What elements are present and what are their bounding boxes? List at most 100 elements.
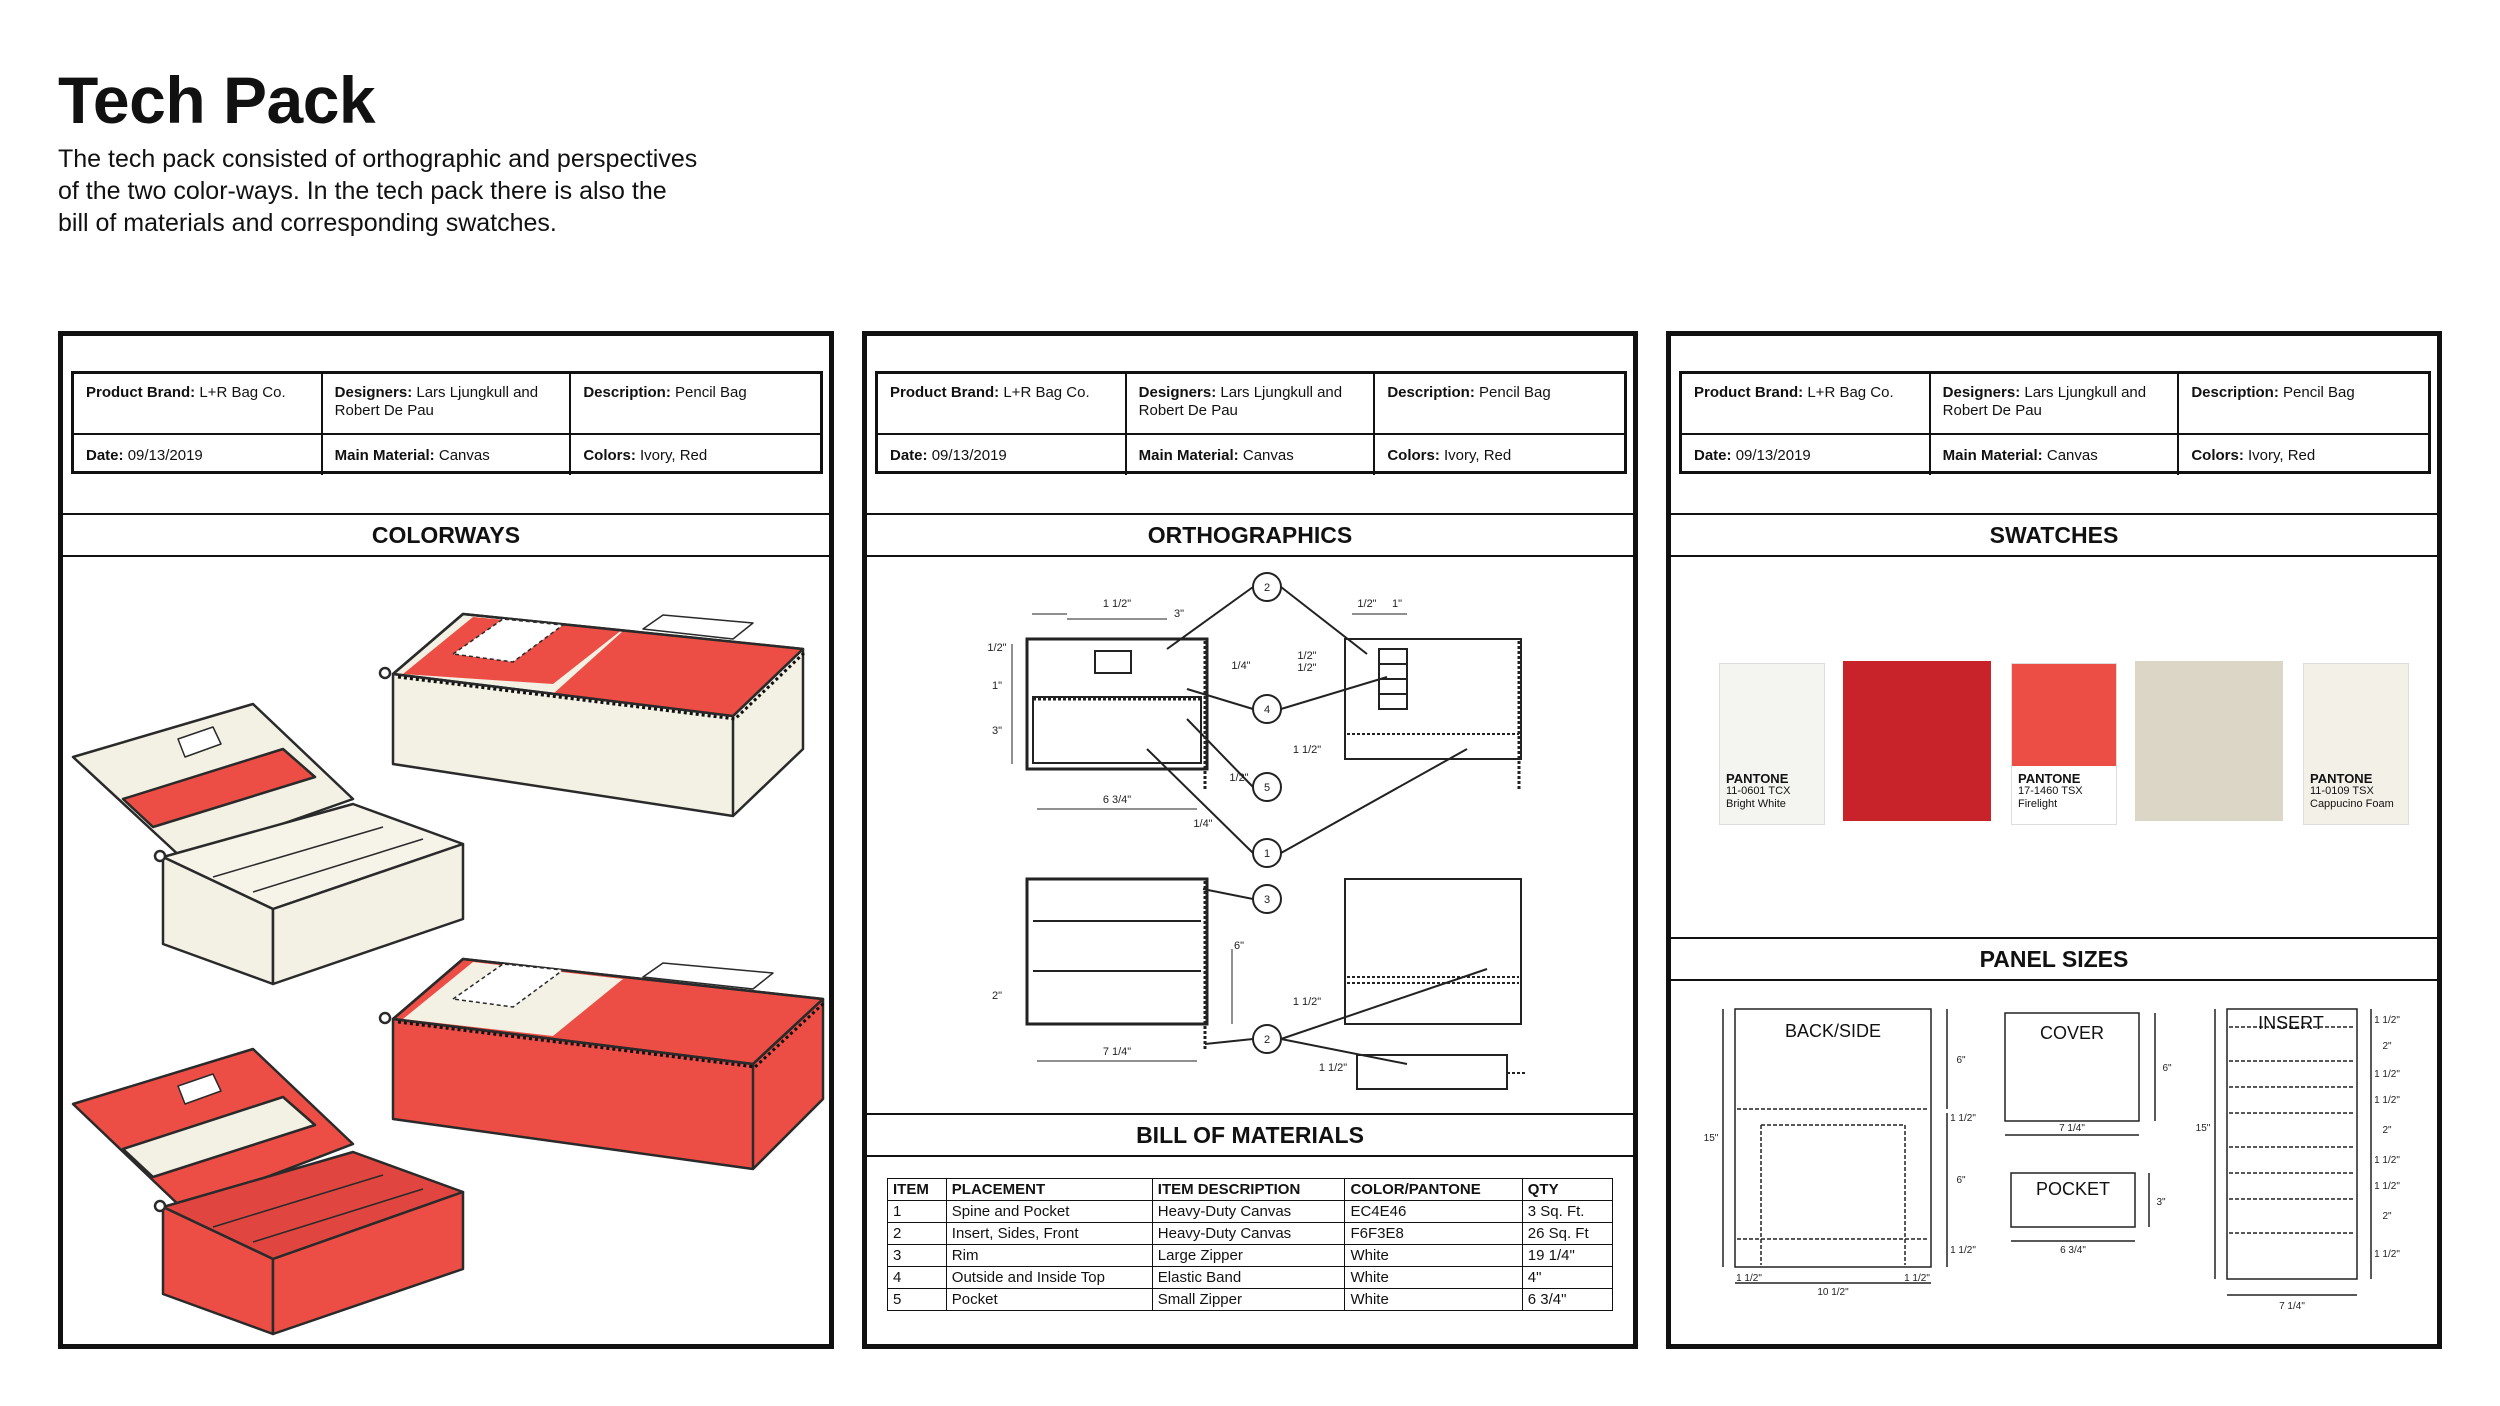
callout-5: 5 [1264,782,1270,794]
field-label: Colors: [2191,447,2244,464]
field-label: Main Material: [1942,447,2043,464]
dim-label: 15" [2196,1123,2211,1134]
panel-back-side-label: BACK/SIDE [1785,1021,1881,1041]
table-cell: Large Zipper [1151,1244,1346,1267]
swatch-bright-white: PANTONE 11-0601 TCX Bright White [1719,663,1825,825]
table-cell: 3 Sq. Ft. [1521,1200,1614,1223]
field-value: Ivory, Red [2248,447,2316,464]
dim-label: 1/4" [1231,660,1250,672]
dim-label: 1/2" [1297,662,1316,674]
table-cell: Elastic Band [1151,1266,1346,1289]
brand-cell: Product Brand: L+R Bag Co. [1682,374,1931,435]
swatch-name: Firelight [2018,798,2058,810]
material-cell: Main Material: Canvas [1127,435,1376,475]
field-value: Pencil Bag [2283,384,2355,401]
brand-cell: Product Brand: L+R Bag Co. [878,374,1127,435]
field-value: Ivory, Red [640,447,708,464]
colorways-heading: COLORWAYS [63,513,829,557]
field-value: 09/13/2019 [1735,447,1811,464]
swatches-heading: SWATCHES [1671,513,2437,557]
dim-label: 1 1/2" [1293,996,1321,1008]
header-table: Product Brand: L+R Bag Co. Designers: La… [1679,371,2431,475]
field-value: 09/13/2019 [127,447,203,464]
table-cell: Outside and Inside Top [945,1266,1153,1289]
colors-cell: Colors: Ivory, Red [2179,435,2428,475]
field-value: L+R Bag Co. [199,384,286,401]
field-label: Date: [86,447,124,464]
field-label: Designers: [1138,384,1217,401]
dim-label: 6" [1956,1055,1966,1066]
table-cell: 4 [887,1266,947,1289]
table-cell: White [1344,1288,1523,1311]
swatch-red-canvas [1843,661,1991,821]
swatches-sheet: Product Brand: L+R Bag Co. Designers: La… [1666,331,2442,1349]
header-table: Product Brand: L+R Bag Co. Designers: La… [875,371,1627,475]
table-cell: 19 1/4" [1521,1244,1614,1267]
field-value: L+R Bag Co. [1807,384,1894,401]
panel-pocket-label: POCKET [2036,1179,2110,1199]
field-label: Date: [890,447,928,464]
dim-label: 2" [992,990,1002,1002]
date-cell: Date: 09/13/2019 [1682,435,1931,475]
dim-label: 1 1/2" [2374,1095,2400,1106]
callout-3: 3 [1264,894,1270,906]
description-cell: Description: Pencil Bag [1375,374,1624,435]
dim-label: 1 1/2" [1319,1062,1347,1074]
orthographics-sheet: Product Brand: L+R Bag Co. Designers: La… [862,331,1638,1349]
dim-label: 1 1/2" [1950,1113,1976,1124]
dim-label: 1" [1392,598,1402,610]
description-cell: Description: Pencil Bag [571,374,820,435]
swatch-brand: PANTONE [1726,771,1789,786]
panel-cover-label: COVER [2040,1023,2104,1043]
dim-label: 1 1/2" [1904,1273,1930,1284]
bom-col-item: ITEM [887,1178,947,1201]
dim-label: 1/2" [987,642,1006,654]
field-value: Lars Ljungkull and Robert De Pau [1942,384,2147,419]
callout-2b: 2 [1264,1034,1270,1046]
table-cell: 2 [887,1222,947,1245]
dim-label: 3" [2156,1197,2166,1208]
colors-cell: Colors: Ivory, Red [1375,435,1624,475]
table-cell: White [1344,1244,1523,1267]
table-cell: Heavy-Duty Canvas [1151,1222,1346,1245]
dim-label: 1 1/2" [2374,1181,2400,1192]
material-cell: Main Material: Canvas [323,435,572,475]
bom-col-placement: PLACEMENT [945,1178,1153,1201]
table-cell: F6F3E8 [1344,1222,1523,1245]
field-label: Colors: [583,447,636,464]
dim-label: 7 1/4" [2279,1301,2305,1312]
field-value: Canvas [438,447,490,464]
dim-label: 7 1/4" [2059,1123,2085,1134]
field-label: Description: [583,384,671,401]
dim-label: 1 1/2" [2374,1015,2400,1026]
dim-label: 1 1/2" [1736,1273,1762,1284]
dim-label: 1 1/2" [1103,598,1131,610]
bom-col-qty: QTY [1521,1178,1614,1201]
dim-label: 6 3/4" [1103,794,1131,806]
brand-cell: Product Brand: L+R Bag Co. [74,374,323,435]
designers-cell: Designers: Lars Ljungkull and Robert De … [322,374,572,435]
dim-label: 1 1/2" [2374,1155,2400,1166]
orthographics-heading: ORTHOGRAPHICS [867,513,1633,557]
dim-label: 6 3/4" [2060,1245,2086,1256]
dim-label: 1 1/2" [1293,744,1321,756]
colors-cell: Colors: Ivory, Red [571,435,820,475]
bom-header-row: ITEM PLACEMENT ITEM DESCRIPTION COLOR/PA… [887,1178,1614,1201]
dim-label: 7 1/4" [1103,1046,1131,1058]
field-label: Date: [1694,447,1732,464]
table-cell: Small Zipper [1151,1288,1346,1311]
swatch-name: Bright White [1726,798,1786,810]
table-cell: Spine and Pocket [945,1200,1153,1223]
field-label: Designers: [1942,384,2021,401]
swatch-code: 17-1460 TSX [2018,785,2083,797]
dim-label: 1 1/2" [2374,1069,2400,1080]
dim-label: 6" [2162,1063,2172,1074]
dim-label: 1" [992,680,1002,692]
table-cell: Rim [945,1244,1153,1267]
field-value: Ivory, Red [1444,447,1512,464]
field-value: Canvas [1242,447,1294,464]
colorways-sheet: Product Brand: L+R Bag Co. Designers: La… [58,331,834,1349]
callout-4: 4 [1264,704,1270,716]
